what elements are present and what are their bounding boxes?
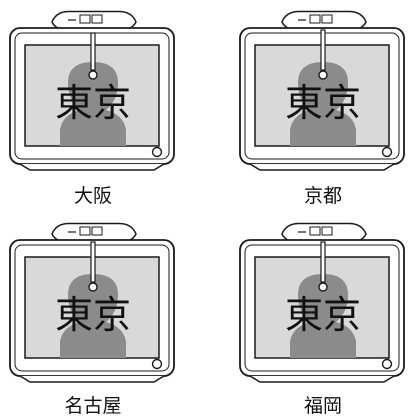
panel-caption: 京都 [304,185,342,207]
camera-lens [88,282,98,292]
screen-text: 東京 [55,81,131,125]
power-button [151,358,163,370]
tv-stand [19,163,165,171]
tv-panel: 東京 福岡 [239,222,405,417]
webcam [51,222,137,244]
person-silhouette [60,274,126,358]
camera-window [321,14,333,24]
camera-lens [318,70,328,80]
tv-panel: 東京 大阪 [9,10,175,207]
camera-window [79,226,91,236]
camera-window [91,226,103,236]
camera-window [309,226,321,236]
person-silhouette [290,274,356,358]
person-silhouette [290,62,356,146]
camera-rod [90,241,96,283]
screen-text: 東京 [55,293,131,337]
power-button [381,358,393,370]
tv-panel: 東京 名古屋 [9,222,175,417]
camera-rod [320,241,326,283]
camera-rod [90,32,96,71]
power-button [151,146,163,158]
panel-caption: 大阪 [74,185,112,207]
person-silhouette [60,62,126,146]
tv-stand [19,375,165,383]
panel-caption: 名古屋 [64,395,121,417]
camera-lens [318,282,328,292]
camera-window [309,14,321,24]
camera-window [91,14,103,24]
camera-lens [88,70,98,80]
camera-window [321,226,333,236]
screen-text: 東京 [285,293,361,337]
tv-stand [249,375,395,383]
tv-stand [249,163,395,171]
tv-panel: 東京 京都 [239,10,405,207]
power-button [381,146,393,158]
panel-caption: 福岡 [304,395,342,417]
camera-rod [320,29,326,71]
camera-window [79,14,91,24]
screen-text: 東京 [285,81,361,125]
